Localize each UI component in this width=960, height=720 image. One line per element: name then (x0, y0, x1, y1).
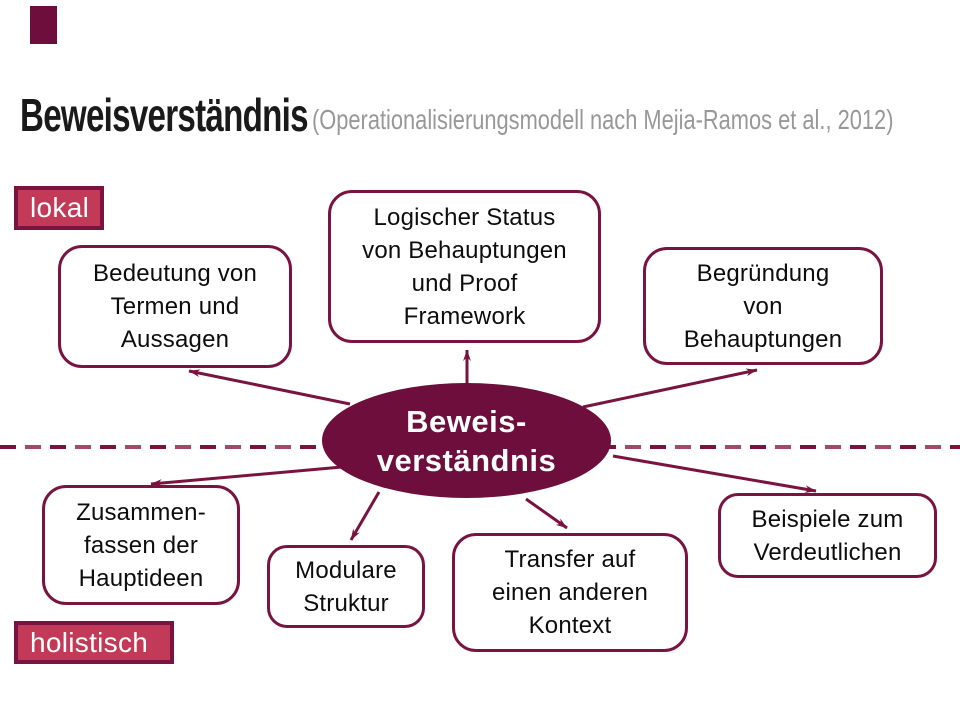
slide-corner-accent (30, 6, 57, 44)
node-modulare-struktur: Modulare Struktur (267, 545, 425, 628)
node-transfer-kontext: Transfer auf einen anderen Kontext (452, 533, 688, 652)
node-beispiele: Beispiele zum Verdeutlichen (718, 493, 937, 578)
arrow-to-bedeutung (188, 369, 351, 406)
node-zusammenfassen: Zusammen- fassen der Hauptideen (42, 485, 240, 605)
node-logischer-status: Logischer Status von Behauptungen und Pr… (328, 190, 601, 343)
arrow-to-begruendung (582, 368, 758, 409)
arrow-to-modulare (349, 491, 381, 541)
node-begruendung: Begründung von Behauptungen (643, 247, 883, 365)
arrow-to-zusammenfassen (150, 465, 343, 487)
arrow-to-transfer (525, 497, 568, 530)
label-holistisch: holistisch (14, 621, 174, 664)
node-bedeutung-von-termen: Bedeutung von Termen und Aussagen (58, 245, 292, 368)
label-lokal: lokal (14, 186, 104, 230)
arrow-to-beispiele (612, 454, 817, 493)
slide-title: Beweisverständnis (20, 89, 309, 141)
center-node-beweisverstaendnis: Beweis- verständnis (322, 383, 611, 498)
slide-subtitle: (Operationalisierungsmodell nach Mejia-R… (312, 104, 894, 135)
